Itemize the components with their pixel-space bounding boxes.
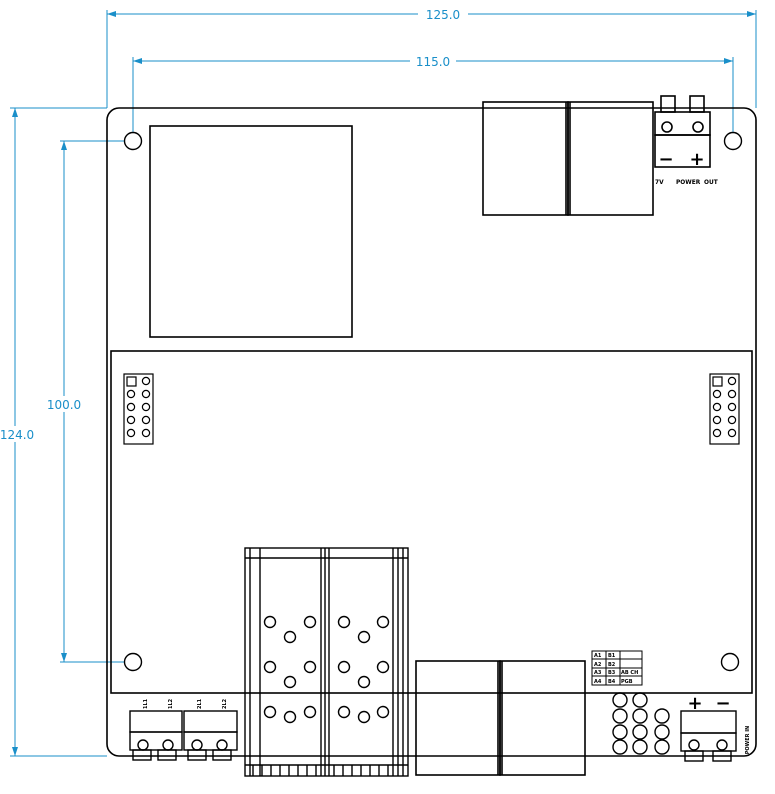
board-outline — [106, 107, 757, 757]
dip-switch — [591, 650, 643, 686]
right-pin-header — [709, 373, 740, 445]
bottom-rj45-connectors — [415, 660, 586, 776]
sfp-cages — [244, 547, 409, 777]
dip-label-b1: B1 — [608, 653, 616, 659]
top-minus-sign: − — [658, 149, 673, 170]
bottom-minus-sign: − — [715, 693, 730, 714]
bottom-left-terminals — [129, 710, 238, 761]
top-label-out: OUT — [704, 178, 718, 186]
daughter-board — [110, 350, 753, 694]
sfp-port-holes — [263, 615, 390, 724]
dip-label-a2: A2 — [594, 662, 602, 668]
bottom-label-power-in: POWER IN — [745, 726, 751, 754]
dip-label-pgb: PGB — [621, 679, 633, 685]
bottom-plus-sign: + — [687, 693, 702, 714]
left-pin-header — [123, 373, 154, 445]
top-label-power: POWER — [676, 178, 701, 186]
top-plus-sign: + — [689, 149, 704, 170]
dip-label-b4: B4 — [608, 679, 616, 685]
top-power-terminal — [654, 95, 711, 168]
top-label-7v: 7V — [655, 178, 664, 186]
bottom-power-terminal — [680, 710, 737, 762]
dip-label-a4: A4 — [594, 679, 602, 685]
terminal-label-2l2: 2L2 — [222, 698, 228, 709]
dim-hole-spacing-x: 115.0 — [416, 55, 450, 69]
dip-label-b3: B3 — [608, 670, 616, 676]
dip-label-ab-ch: AB CH — [621, 670, 638, 676]
top-rj45-connectors — [482, 101, 654, 216]
dim-overall-height: 124.0 — [0, 428, 34, 442]
dimension-lines — [10, 10, 757, 757]
terminal-label-1l1: 1L1 — [143, 698, 149, 709]
dim-hole-spacing-y: 100.0 — [47, 398, 81, 412]
led-array — [612, 692, 670, 755]
module-block — [149, 125, 353, 338]
terminal-label-1l2: 1L2 — [168, 698, 174, 709]
mounting-holes — [123, 131, 743, 672]
dim-overall-width: 125.0 — [426, 8, 460, 22]
dip-label-a3: A3 — [594, 670, 602, 676]
terminal-label-2l1: 2L1 — [197, 698, 203, 709]
dip-label-b2: B2 — [608, 662, 616, 668]
dip-label-a1: A1 — [594, 653, 602, 659]
